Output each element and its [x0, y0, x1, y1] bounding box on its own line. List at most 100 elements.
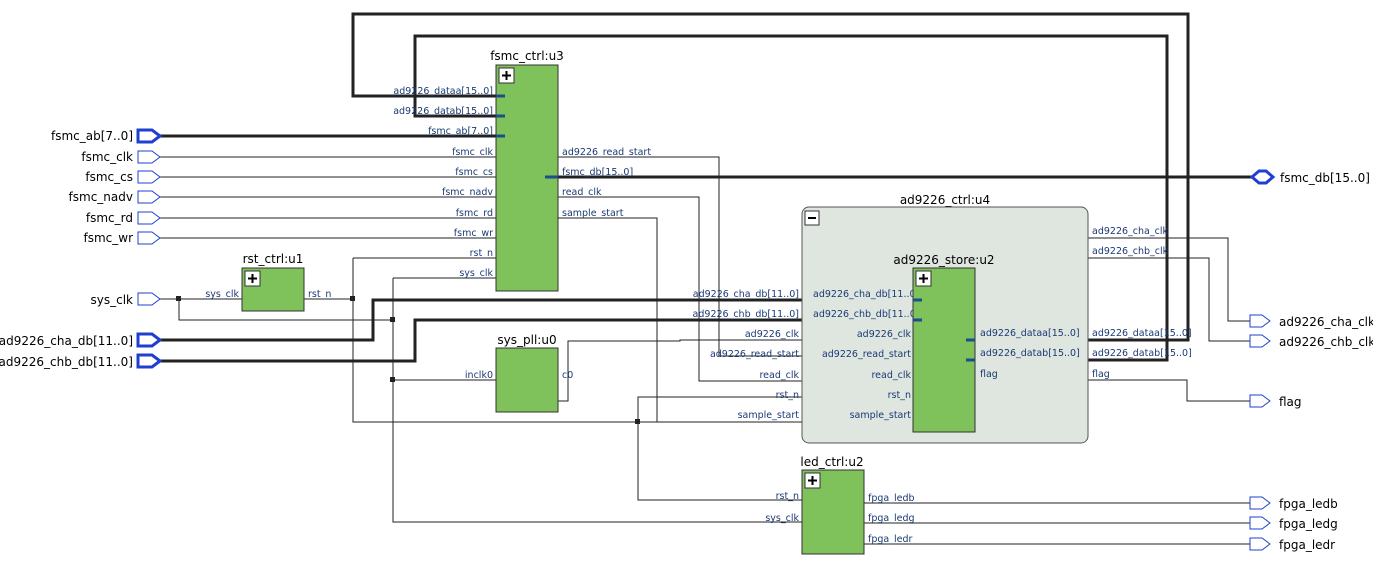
output-pin[interactable] — [1249, 537, 1271, 551]
plus-icon[interactable] — [498, 67, 515, 84]
top-output-pins: fsmc_db[15..0] ad9226_cha_clk ad9226_chb… — [1249, 169, 1373, 552]
port-label: ad9226_chb_clk — [1092, 246, 1169, 257]
junction-dot — [176, 296, 181, 301]
port-label: read_clk — [759, 370, 799, 381]
pin-label: fsmc_cs — [85, 170, 133, 184]
bus-dataa-loop — [351, 12, 1190, 342]
port-label: fpga_ledg — [868, 513, 915, 524]
block-body — [495, 347, 559, 413]
port-label: ad9226_dataa[15..0] — [1092, 328, 1192, 339]
junction-dot — [390, 377, 395, 382]
wire-rst-led — [637, 422, 812, 501]
top-input-pins: fsmc_ab[7..0] fsmc_clk fsmc_cs fsmc_nadv… — [0, 128, 163, 369]
junction-dot — [350, 296, 355, 301]
port-label: sys_clk — [205, 289, 239, 300]
port-label: read_clk — [562, 187, 602, 198]
block-title: ad9226_store:u2 — [893, 253, 994, 267]
port-label: ad9226_clk — [857, 329, 912, 340]
port-label: fpga_ledb — [868, 493, 915, 504]
plus-icon[interactable] — [244, 270, 261, 287]
port-label: rst_n — [776, 390, 799, 401]
port-label: flag — [1092, 369, 1110, 380]
port-label: ad9226_cha_clk — [1092, 226, 1168, 237]
input-bus-pin[interactable] — [136, 128, 163, 144]
bus-datab-loop — [413, 34, 1169, 362]
pin-label: fpga_ledr — [1279, 538, 1335, 552]
block-rst-ctrl[interactable]: rst_ctrl:u1 sys_clk rst_n — [205, 252, 331, 312]
input-pin[interactable] — [137, 150, 161, 164]
input-bus-pin[interactable] — [136, 332, 163, 348]
block-title: fsmc_ctrl:u3 — [490, 49, 564, 63]
block-title: led_ctrl:u2 — [800, 455, 863, 469]
block-sys-pll[interactable]: sys_pll:u0 inclk0 c0 — [465, 333, 573, 413]
pin-label: fsmc_ab[7..0] — [51, 129, 133, 143]
port-label: rst_n — [888, 390, 911, 401]
wires — [160, 12, 1254, 545]
pin-label: fsmc_wr — [83, 231, 133, 245]
pin-label: ad9226_cha_clk — [1279, 315, 1373, 329]
output-pin[interactable] — [1249, 394, 1271, 408]
pin-label: sys_clk — [91, 293, 134, 307]
input-bus-pin[interactable] — [136, 353, 163, 369]
wire-sysclk-net — [392, 278, 812, 523]
pin-label: fsmc_nadv — [69, 190, 133, 204]
block-fsmc-ctrl[interactable]: fsmc_ctrl:u3 ad9226_dataa[15..0] ad9226_… — [393, 49, 651, 292]
port-label: sys_clk — [459, 268, 493, 279]
pin-label: flag — [1279, 395, 1302, 409]
bidir-bus-pin[interactable] — [1249, 169, 1276, 185]
wire-ad9226-clk — [545, 339, 922, 402]
port-label: inclk0 — [465, 370, 493, 381]
block-title: sys_pll:u0 — [497, 333, 556, 347]
pin-label: ad9226_chb_db[11..0] — [0, 355, 133, 369]
plus-icon[interactable] — [804, 472, 821, 489]
port-label: sample_start — [738, 410, 800, 421]
input-pin[interactable] — [137, 170, 161, 184]
port-label: ad9226_datab[15..0] — [1092, 348, 1192, 359]
port-label: fsmc_db[15..0] — [562, 167, 633, 178]
port-label: c0 — [562, 370, 573, 381]
block-title: ad9226_ctrl:u4 — [900, 193, 990, 207]
pin-label: fsmc_clk — [81, 150, 133, 164]
wire-cha-clk-out — [1056, 237, 1250, 322]
port-label: ad9226_clk — [745, 329, 800, 340]
output-pin[interactable] — [1249, 496, 1271, 510]
port-label: fsmc_nadv — [442, 187, 493, 198]
plus-icon[interactable] — [915, 270, 932, 287]
port-label: rst_n — [776, 491, 799, 502]
output-pin[interactable] — [1249, 334, 1271, 348]
block-body — [912, 267, 976, 433]
block-ad9226-store[interactable]: ad9226_store:u2 ad9226_clk ad9226_read_s… — [822, 253, 1080, 433]
input-pin[interactable] — [137, 292, 161, 306]
junction-dot — [390, 317, 395, 322]
pin-label: fsmc_rd — [86, 211, 133, 225]
minus-icon[interactable] — [804, 210, 820, 226]
pin-label: fpga_ledg — [1279, 517, 1338, 531]
port-label: ad9226_cha_db[11..0] — [813, 289, 919, 300]
port-label: sample_start — [850, 410, 912, 421]
port-label: rst_n — [308, 289, 331, 300]
input-pin[interactable] — [137, 231, 161, 245]
port-label: rst_n — [470, 248, 493, 259]
port-label: ad9226_dataa[15..0] — [393, 86, 493, 97]
port-label: read_clk — [871, 370, 911, 381]
port-label: ad9226_read_start — [562, 147, 651, 158]
port-label: sample_start — [562, 208, 624, 219]
port-label: ad9226_read_start — [822, 349, 911, 360]
pin-label: ad9226_chb_clk — [1279, 335, 1373, 349]
wire-sysclk-branch — [178, 299, 393, 321]
port-label: ad9226_chb_db[11..0] — [693, 309, 799, 320]
bus-chb-db — [160, 318, 922, 363]
pin-label: ad9226_cha_db[11..0] — [0, 334, 133, 348]
port-label: ad9226_dataa[15..0] — [980, 328, 1080, 339]
block-title: rst_ctrl:u1 — [243, 252, 304, 266]
wire-sample-start — [545, 217, 658, 422]
input-pin[interactable] — [137, 190, 161, 204]
port-label: ad9226_datab[15..0] — [393, 106, 493, 117]
port-label: fsmc_cs — [455, 167, 493, 178]
input-pin[interactable] — [137, 211, 161, 225]
output-pin[interactable] — [1249, 516, 1271, 530]
block-led-ctrl[interactable]: led_ctrl:u2 rst_n sys_clk fpga_ledb fpga… — [765, 455, 915, 555]
output-pin[interactable] — [1249, 314, 1271, 328]
port-label: fsmc_rd — [456, 208, 493, 219]
